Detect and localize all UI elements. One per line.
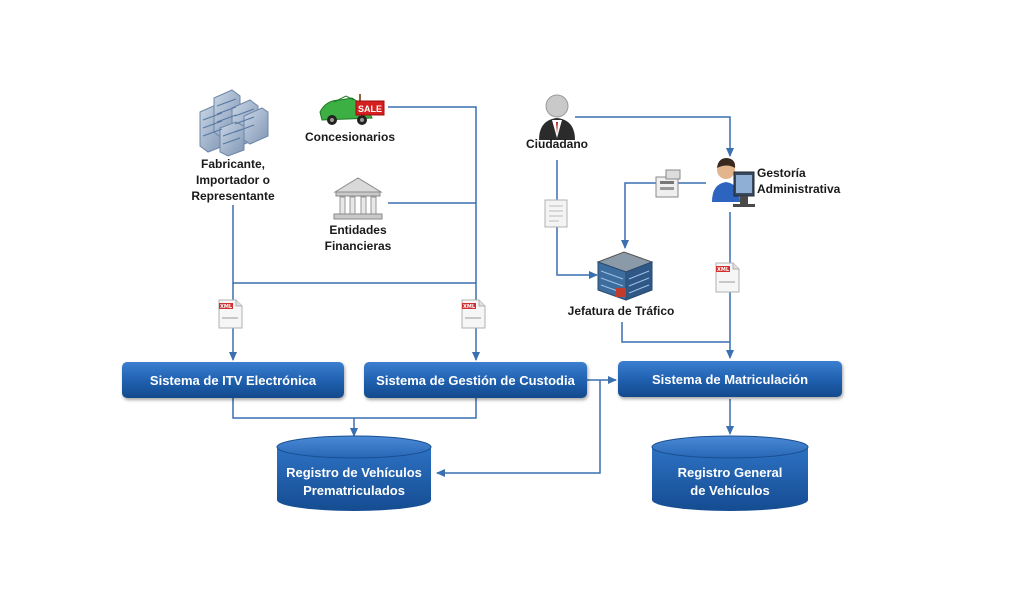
jefatura-label: Jefatura de Tráfico xyxy=(567,304,675,318)
ciudadano-person-icon xyxy=(539,94,575,140)
connector-concesionarios xyxy=(388,106,477,283)
database-prematriculados xyxy=(276,435,432,511)
connector-to-prematriculados-side xyxy=(436,380,601,477)
registro-general-label-line1: Registro General xyxy=(677,465,783,480)
scanner-icon xyxy=(655,169,681,198)
xml-label: XML xyxy=(220,304,233,310)
xml-document-icon-left: XML xyxy=(218,299,243,329)
system-matriculacion-label: Sistema de Matriculación xyxy=(651,371,809,387)
fabricante-label-line2: Importador o xyxy=(196,173,270,187)
entidades-label-line1: Entidades xyxy=(329,223,387,237)
concesionarios-label: Concesionarios xyxy=(304,130,396,144)
buildings-icon xyxy=(199,89,269,157)
xml-document-icon-right: XML xyxy=(715,262,740,293)
prematriculados-label-line2: Prematriculados xyxy=(303,483,405,498)
ciudadano-label: Ciudadano xyxy=(526,137,588,151)
connector-ciudadano-gestoria xyxy=(575,116,734,157)
connector-ciudadano-jefatura xyxy=(556,160,598,279)
entidades-label-line2: Financieras xyxy=(324,239,392,253)
gestoria-person-computer-icon xyxy=(712,158,755,207)
car-sale-icon: SALE xyxy=(319,94,385,125)
database-registro-general xyxy=(651,435,809,511)
paper-document-icon xyxy=(544,199,568,228)
registro-general-label-line2: de Vehículos xyxy=(690,483,770,498)
gestoria-label: Gestoría Administrativa xyxy=(757,165,857,197)
system-matriculacion[interactable]: Sistema de Matriculación xyxy=(618,361,842,397)
gestoria-label-line2: Administrativa xyxy=(757,182,841,196)
xml-label: XML xyxy=(463,304,476,310)
fabricante-label: Fabricante, Importador o Representante xyxy=(172,156,294,204)
fabricante-label-line1: Fabricante, xyxy=(200,157,266,171)
bank-icon xyxy=(333,177,383,220)
system-itv-electronica[interactable]: Sistema de ITV Electrónica xyxy=(122,362,344,398)
sale-sign-text: SALE xyxy=(358,104,382,114)
entidades-label: Entidades Financieras xyxy=(310,222,406,254)
system-gestion-custodia[interactable]: Sistema de Gestión de Custodia xyxy=(364,362,587,398)
system-itv-label: Sistema de ITV Electrónica xyxy=(149,372,317,388)
xml-label: XML xyxy=(717,267,730,273)
connector-jefatura-matriculacion xyxy=(621,322,730,343)
system-custodia-label: Sistema de Gestión de Custodia xyxy=(376,372,575,388)
prematriculados-label: Registro de Vehículos Prematriculados xyxy=(277,464,431,500)
gestoria-label-line1: Gestoría xyxy=(757,166,806,180)
jefatura-building-icon xyxy=(596,251,654,301)
connector-gestoria-jefatura xyxy=(621,182,706,249)
xml-document-icon-center: XML xyxy=(461,299,486,329)
registro-general-label: Registro General de Vehículos xyxy=(652,464,808,500)
prematriculados-label-line1: Registro de Vehículos xyxy=(286,465,422,480)
fabricante-label-line3: Representante xyxy=(191,189,275,203)
connector-systems-join xyxy=(232,398,477,419)
